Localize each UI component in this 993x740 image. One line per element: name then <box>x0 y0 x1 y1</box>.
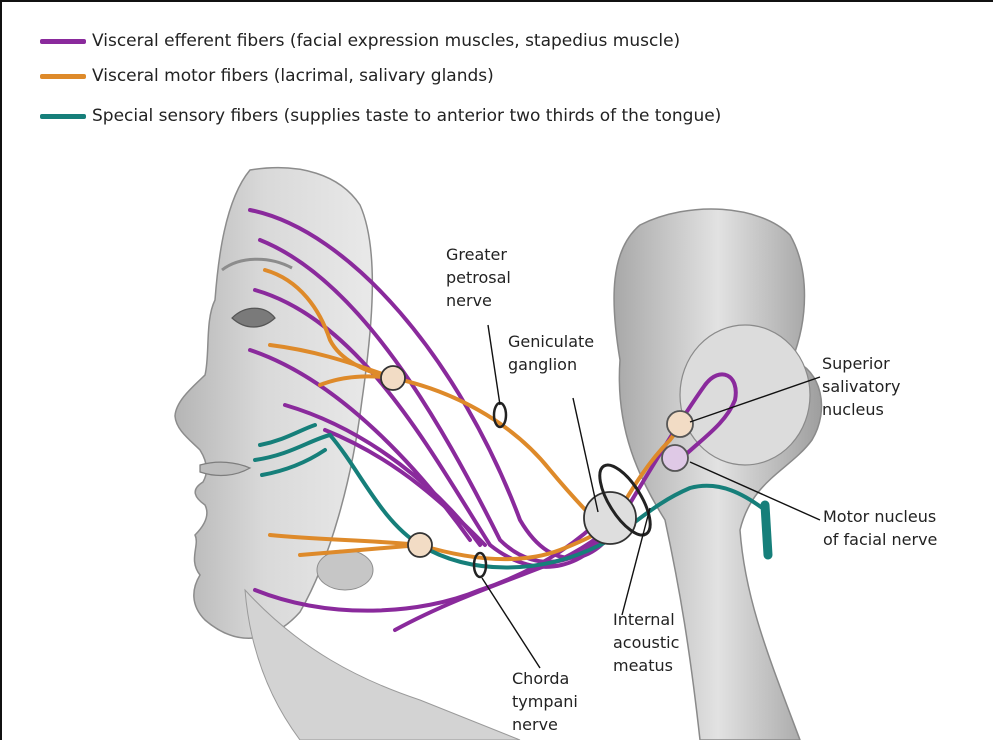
label-line: salivatory <box>822 375 900 398</box>
label-motor-nucleus: Motor nucleus of facial nerve <box>823 505 937 551</box>
motor-nucleus-facial <box>662 445 688 471</box>
superior-salivatory-nucleus <box>667 411 693 437</box>
label-line: meatus <box>613 654 679 677</box>
label-line: acoustic <box>613 631 679 654</box>
label-internal-acoustic-meatus: Internal acoustic meatus <box>613 608 679 677</box>
ganglion-lower-face <box>408 533 432 557</box>
label-line: Motor nucleus <box>823 505 937 528</box>
label-superior-salivatory-nucleus: Superior salivatory nucleus <box>822 352 900 421</box>
label-chorda-tympani-nerve: Chorda tympani nerve <box>512 667 578 736</box>
ganglion-upper-face <box>381 366 405 390</box>
label-line: Superior <box>822 352 900 375</box>
label-line: Greater <box>446 243 511 266</box>
label-geniculate-ganglion: Geniculate ganglion <box>508 330 594 376</box>
label-line: Internal <box>613 608 679 631</box>
label-line: nerve <box>446 289 511 312</box>
label-line: Chorda <box>512 667 578 690</box>
label-line: Geniculate <box>508 330 594 353</box>
salivary-gland-shape <box>317 550 373 590</box>
label-line: nucleus <box>822 398 900 421</box>
label-line: petrosal <box>446 266 511 289</box>
label-line: nerve <box>512 713 578 736</box>
label-greater-petrosal-nerve: Greater petrosal nerve <box>446 243 511 312</box>
geniculate-ganglion <box>584 492 636 544</box>
label-line: tympani <box>512 690 578 713</box>
label-line: ganglion <box>508 353 594 376</box>
label-line: of facial nerve <box>823 528 937 551</box>
